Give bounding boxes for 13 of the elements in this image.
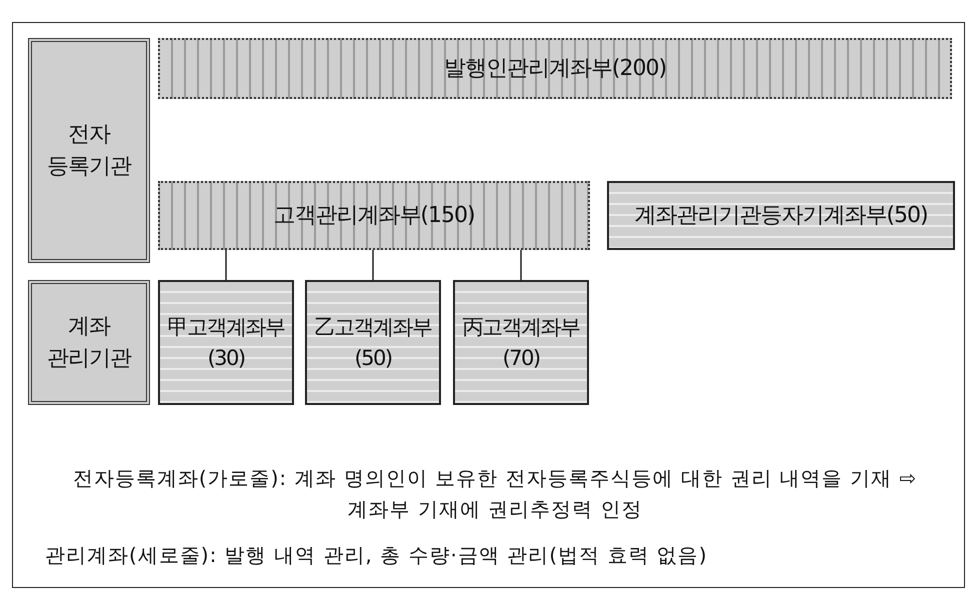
connector-line [372,250,374,280]
ledger-box: 甲고객계좌부 (30) [158,280,294,405]
ledger-box: 乙고객계좌부 (50) [305,280,441,405]
ledger-box: 계좌관리기관등자기계좌부(50) [607,181,955,250]
institution-box: 계좌 관리기관 [28,280,150,405]
note-text: 관리계좌(세로줄): 발행 내역 관리, 총 수량·금액 관리(법적 효력 없음) [45,542,709,569]
ledger-band: 고객관리계좌부(150) [158,181,590,250]
connector-line [520,250,522,280]
ledger-box: 丙고객계좌부 (70) [453,280,589,405]
institution-box: 전자 등록기관 [28,38,150,263]
connector-line [225,250,227,280]
ledger-band: 발행인관리계좌부(200) [158,38,952,99]
note-text: 전자등록계좌(가로줄): 계좌 명의인이 보유한 전자등록주식등에 대한 권리 내역을 기재 ⇨ 계좌부 기재에 권리추정력 인정 [72,465,918,523]
